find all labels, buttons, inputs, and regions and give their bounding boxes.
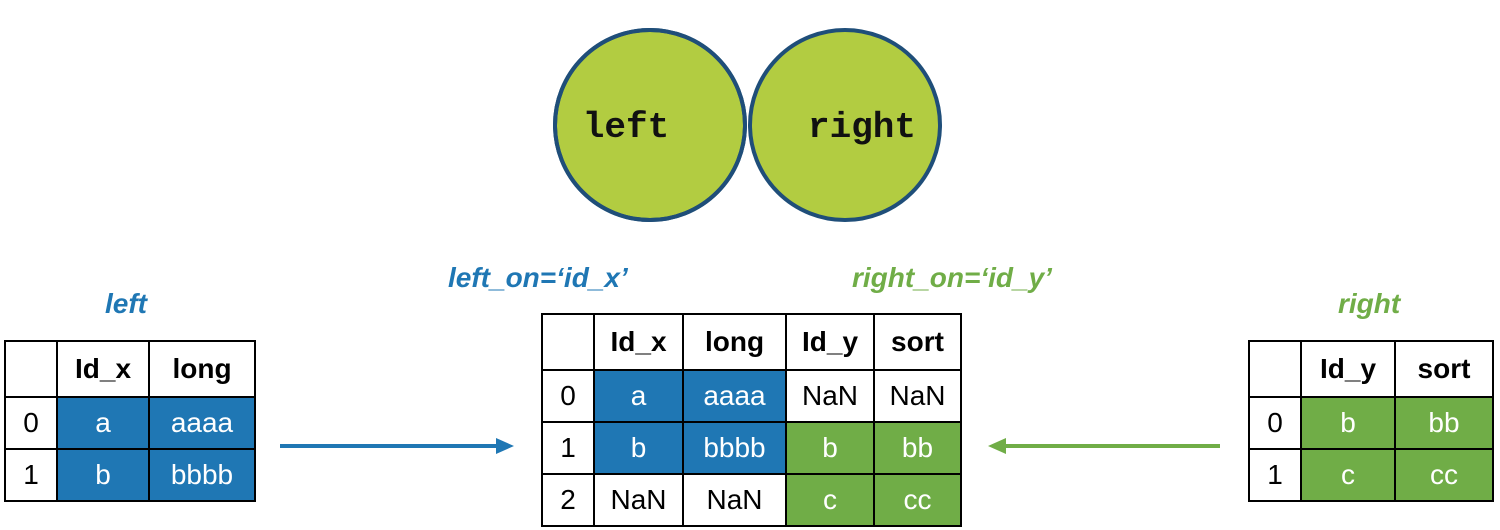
table-cell: b [785, 421, 875, 475]
venn-left-label: left [583, 107, 669, 148]
right-dataframe-table: Id_y sort 0 b bb 1 c cc [1248, 340, 1494, 502]
venn-right-label: right [808, 107, 916, 148]
column-header-long: long [148, 340, 256, 398]
row-index-cell: 2 [541, 473, 595, 527]
table-cell: aaaa [148, 396, 256, 450]
table-row: 0 b bb [1248, 396, 1494, 450]
table-header-row: Id_x long Id_y sort [541, 313, 962, 371]
left-dataframe-table: Id_x long 0 a aaaa 1 b bbbb [4, 340, 256, 502]
table-header-row: Id_y sort [1248, 340, 1494, 398]
table-row: 0 a aaaa NaN NaN [541, 369, 962, 423]
table-cell: cc [1394, 448, 1494, 502]
venn-right-circle [748, 28, 942, 222]
table-cell: a [593, 369, 684, 423]
column-header-id-y: Id_y [1300, 340, 1396, 398]
column-header-id-x: Id_x [593, 313, 684, 371]
right-to-result-arrow [988, 438, 1220, 454]
result-dataframe-table: Id_x long Id_y sort 0 a aaaa NaN NaN 1 b… [541, 313, 962, 527]
table-cell: cc [873, 473, 962, 527]
row-index-cell: 1 [4, 448, 58, 502]
table-row: 2 NaN NaN c cc [541, 473, 962, 527]
column-header-sort: sort [873, 313, 962, 371]
table-row: 1 b bbbb [4, 448, 256, 502]
row-index-cell: 0 [1248, 396, 1302, 450]
venn-diagram: left right [553, 28, 942, 222]
right-table-caption: right [1338, 288, 1401, 319]
index-header-cell [541, 313, 595, 371]
table-cell: a [56, 396, 150, 450]
table-cell: c [1300, 448, 1396, 502]
row-index-cell: 0 [541, 369, 595, 423]
table-cell: bbbb [682, 421, 787, 475]
column-header-sort: sort [1394, 340, 1494, 398]
index-header-cell [1248, 340, 1302, 398]
table-row: 1 b bbbb b bb [541, 421, 962, 475]
row-index-cell: 1 [541, 421, 595, 475]
table-row: 1 c cc [1248, 448, 1494, 502]
column-header-id-y: Id_y [785, 313, 875, 371]
table-cell: aaaa [682, 369, 787, 423]
table-cell: c [785, 473, 875, 527]
table-cell: bbbb [148, 448, 256, 502]
table-cell: b [56, 448, 150, 502]
right-on-caption: right_on=‘id_y’ [852, 262, 1052, 293]
row-index-cell: 1 [1248, 448, 1302, 502]
table-cell: bb [873, 421, 962, 475]
left-on-caption: left_on=‘id_x’ [448, 262, 628, 293]
column-header-long: long [682, 313, 787, 371]
table-cell: b [1300, 396, 1396, 450]
left-table-caption: left [105, 288, 147, 319]
index-header-cell [4, 340, 58, 398]
row-index-cell: 0 [4, 396, 58, 450]
venn-left-outline [553, 28, 747, 222]
table-cell: bb [1394, 396, 1494, 450]
table-cell: b [593, 421, 684, 475]
table-row: 0 a aaaa [4, 396, 256, 450]
table-header-row: Id_x long [4, 340, 256, 398]
table-cell: NaN [785, 369, 875, 423]
table-cell: NaN [593, 473, 684, 527]
table-cell: NaN [682, 473, 787, 527]
left-to-result-arrow [280, 438, 514, 454]
column-header-id-x: Id_x [56, 340, 150, 398]
table-cell: NaN [873, 369, 962, 423]
